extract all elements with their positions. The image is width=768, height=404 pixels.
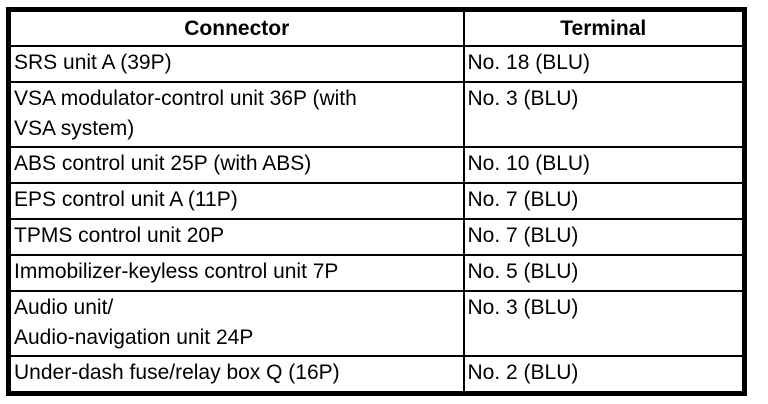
connector-cell: SRS unit A (39P): [7, 45, 465, 83]
terminal-column-header: Terminal: [462, 8, 746, 47]
connector-column-header: Connector: [7, 8, 465, 47]
connector-cell: Under-dash fuse/relay box Q (16P): [7, 355, 465, 395]
table-row: SRS unit A (39P) No. 18 (BLU): [7, 45, 746, 83]
connector-cell: ABS control unit 25P (with ABS): [7, 146, 465, 184]
terminal-cell: No. 5 (BLU): [462, 254, 746, 292]
terminal-cell: No. 10 (BLU): [462, 146, 746, 184]
connector-cell: Immobilizer-keyless control unit 7P: [7, 254, 465, 292]
terminal-cell: No. 18 (BLU): [462, 45, 746, 83]
connector-terminal-table: Connector Terminal SRS unit A (39P) No. …: [6, 7, 747, 396]
connector-cell: TPMS control unit 20P: [7, 218, 465, 256]
terminal-cell: No. 3 (BLU): [462, 81, 746, 148]
terminal-cell: No. 2 (BLU): [462, 355, 746, 395]
table-row: EPS control unit A (11P) No. 7 (BLU): [7, 182, 746, 220]
connector-cell: EPS control unit A (11P): [7, 182, 465, 220]
table-header-row: Connector Terminal: [7, 8, 746, 47]
terminal-cell: No. 7 (BLU): [462, 218, 746, 256]
table-row: ABS control unit 25P (with ABS) No. 10 (…: [7, 146, 746, 184]
connector-cell: Audio unit/ Audio-navigation unit 24P: [7, 290, 465, 357]
terminal-cell: No. 7 (BLU): [462, 182, 746, 220]
terminal-cell: No. 3 (BLU): [462, 290, 746, 357]
table-row: TPMS control unit 20P No. 7 (BLU): [7, 218, 746, 256]
connector-cell: VSA modulator-control unit 36P (with VSA…: [7, 81, 465, 148]
table-row: Under-dash fuse/relay box Q (16P) No. 2 …: [7, 355, 746, 395]
table-row: VSA modulator-control unit 36P (with VSA…: [7, 81, 746, 148]
table-row: Immobilizer-keyless control unit 7P No. …: [7, 254, 746, 292]
table-body: SRS unit A (39P) No. 18 (BLU) VSA modula…: [7, 45, 746, 395]
table-row: Audio unit/ Audio-navigation unit 24P No…: [7, 290, 746, 357]
